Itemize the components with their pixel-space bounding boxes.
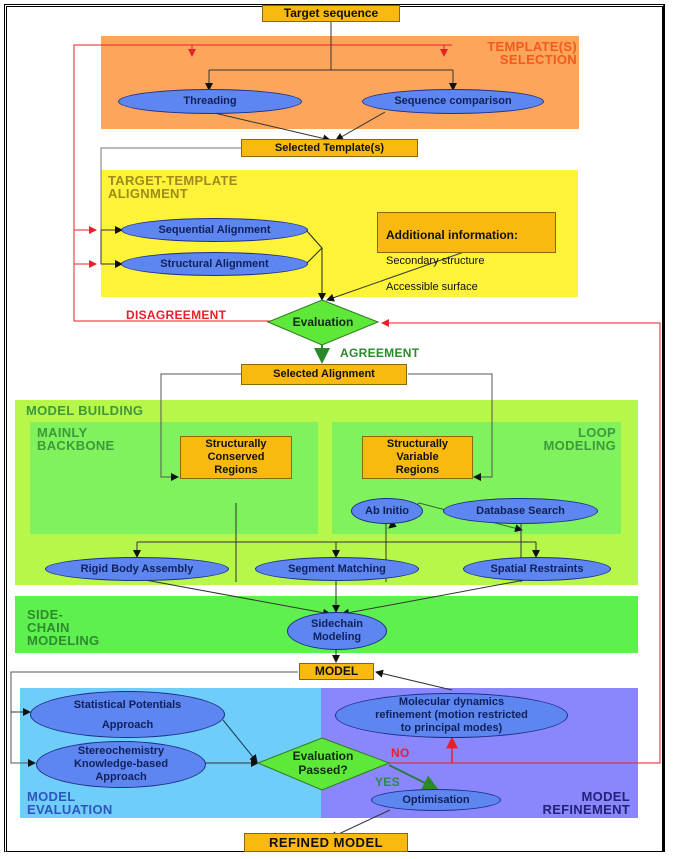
molecular-dynamics-oval[interactable]: Molecular dynamics refinement (motion re… — [335, 693, 568, 738]
additional-info-line1: Secondary structure — [386, 255, 485, 267]
statistical-potentials-oval[interactable]: Statistical Potentials Approach — [30, 691, 225, 738]
region-label-model-building: MODEL BUILDING — [26, 403, 144, 418]
region-label-loop-modeling: LOOP MODELING — [543, 425, 616, 453]
agreement-label: AGREEMENT — [340, 346, 420, 360]
conserved-regions-box[interactable]: Structurally Conserved Regions — [180, 436, 292, 479]
model-box[interactable]: MODEL — [299, 663, 374, 680]
segment-matching-oval[interactable]: Segment Matching — [255, 557, 419, 581]
region-label-model-refinement: MODEL REFINEMENT — [542, 789, 630, 817]
ab-initio-oval[interactable]: Ab Initio — [351, 498, 423, 524]
no-label: NO — [391, 746, 410, 760]
region-label-template-selection: TEMPLATE(S) SELECTION — [487, 39, 577, 67]
sequence-comparison-oval[interactable]: Sequence comparison — [362, 89, 544, 114]
region-label-alignment: TARGET-TEMPLATE ALIGNMENT — [108, 173, 238, 201]
structural-alignment-oval[interactable]: Structural Alignment — [121, 252, 308, 276]
database-search-oval[interactable]: Database Search — [443, 498, 598, 524]
disagreement-label: DISAGREEMENT — [126, 308, 227, 322]
additional-info-line2: Accessible surface — [386, 281, 478, 293]
spatial-restraints-oval[interactable]: Spatial Restraints — [463, 557, 611, 581]
additional-info-box[interactable]: Additional information: Secondary struct… — [377, 212, 556, 293]
evaluation-label[interactable]: Evaluation — [292, 315, 354, 329]
optimisation-oval[interactable]: Optimisation — [371, 789, 501, 811]
variable-regions-box[interactable]: Structurally Variable Regions — [362, 436, 473, 479]
region-label-sidechain: SIDE- CHAIN MODELING — [27, 607, 100, 648]
stereochemistry-oval[interactable]: Stereochemistry Knowledge-based Approach — [36, 741, 206, 788]
region-label-mainly-backbone: MAINLY BACKBONE — [37, 425, 115, 453]
threading-oval[interactable]: Threading — [118, 89, 302, 114]
evaluation-passed-label[interactable]: Evaluation Passed? — [292, 749, 354, 777]
yes-label: YES — [375, 775, 400, 789]
refined-model-box[interactable]: REFINED MODEL — [244, 833, 408, 852]
selected-alignment-box[interactable]: Selected Alignment — [241, 364, 407, 385]
selected-templates-box[interactable]: Selected Template(s) — [241, 139, 418, 157]
region-label-model-evaluation: MODEL EVALUATION — [27, 789, 113, 817]
sequential-alignment-oval[interactable]: Sequential Alignment — [121, 218, 308, 242]
additional-info-title: Additional information: — [386, 228, 518, 242]
target-sequence-box[interactable]: Target sequence — [262, 5, 400, 22]
rigid-body-assembly-oval[interactable]: Rigid Body Assembly — [45, 557, 229, 581]
sidechain-modeling-oval[interactable]: Sidechain Modeling — [287, 612, 387, 650]
